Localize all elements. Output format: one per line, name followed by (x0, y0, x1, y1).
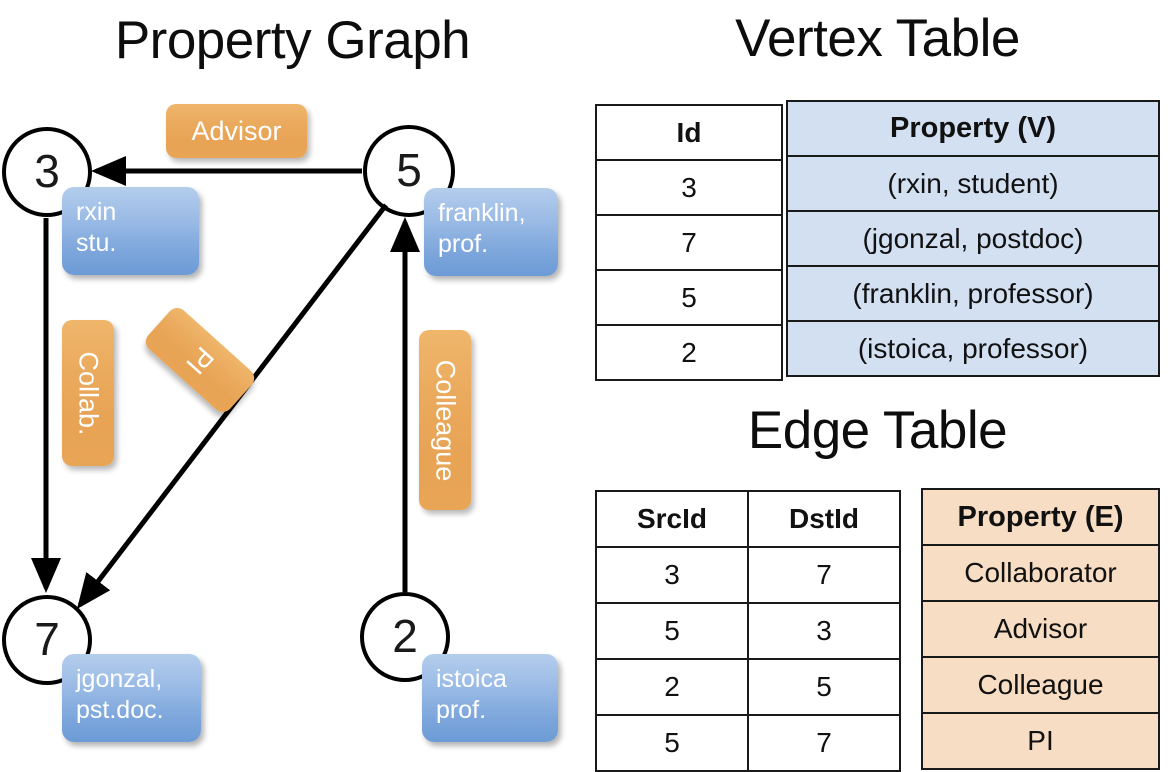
graph-node-3[interactable]: 3 (2, 127, 92, 217)
table-row: 5 7 (595, 714, 901, 772)
table-header-row: SrcId DstId (595, 490, 901, 548)
node-property-rxin-line2: stu. (76, 229, 117, 257)
vertex-table-cell-id: 7 (595, 214, 783, 271)
vertex-table-cell-id: 2 (595, 324, 783, 381)
table-row: 2 5 (595, 658, 901, 716)
vertex-table-cell-property: (jgonzal, postdoc) (786, 210, 1160, 267)
page-title-property-graph: Property Graph (114, 11, 471, 70)
table-row: 2 (595, 324, 783, 381)
edge-label-advisor: Advisor (166, 104, 307, 158)
table-row: 5 (595, 269, 783, 326)
edge-label-collab: Collab. (62, 320, 114, 466)
node-property-jgonzal-line1: jgonzal, (76, 665, 163, 693)
table-row: (jgonzal, postdoc) (786, 210, 1160, 267)
edge-label-pi-text: PI (180, 340, 221, 380)
graph-node-7[interactable]: 7 (2, 595, 92, 685)
graph-node-7-label: 7 (34, 613, 60, 665)
vertex-table-header-id: Id (595, 104, 783, 161)
edge-label-advisor-text: Advisor (191, 115, 282, 146)
table-row: Collaborator (921, 544, 1160, 602)
node-property-istoica-line1: istoica (436, 665, 507, 693)
table-row: 7 (595, 214, 783, 271)
vertex-table-cell-property: (istoica, professor) (786, 320, 1160, 377)
edge-table-cell-dst: 7 (747, 546, 901, 604)
vertex-table-cell-property: (franklin, professor) (786, 265, 1160, 322)
edge-table-cell-property: PI (921, 712, 1160, 770)
table-row: PI (921, 712, 1160, 770)
edge-table-header-dstid: DstId (747, 490, 901, 548)
node-property-istoica-line2: prof. (436, 696, 487, 724)
edge-table-src-dst-columns: SrcId DstId 3 7 5 3 2 5 5 7 (595, 490, 901, 772)
table-row: 3 (595, 159, 783, 216)
edge-table-cell-property: Collaborator (921, 544, 1160, 602)
edge-table-cell-src: 3 (595, 546, 749, 604)
node-property-franklin-line1: franklin, (438, 199, 526, 227)
table-row: 3 7 (595, 546, 901, 604)
edge-table-cell-dst: 5 (747, 658, 901, 716)
edge-label-collab-text: Collab. (73, 350, 104, 436)
vertex-table-property-column: Property (V) (rxin, student) (jgonzal, p… (786, 100, 1160, 377)
edge-label-colleague-text: Colleague (430, 359, 461, 481)
table-header-row: Property (V) (786, 100, 1160, 157)
edge-table-header-srcid: SrcId (595, 490, 749, 548)
graph-node-5-label: 5 (396, 144, 422, 196)
page-title-vertex-table: Vertex Table (735, 9, 1020, 68)
graph-node-5[interactable]: 5 (363, 125, 455, 217)
node-property-box-istoica: istoica prof. (422, 654, 558, 742)
node-property-box-rxin: rxin stu. (62, 187, 199, 275)
table-header-row: Id (595, 104, 783, 161)
graph-node-2[interactable]: 2 (360, 592, 450, 682)
node-property-rxin-line1: rxin (76, 198, 117, 226)
edge-table-cell-property: Advisor (921, 600, 1160, 658)
table-row: 5 3 (595, 602, 901, 660)
table-row: (istoica, professor) (786, 320, 1160, 377)
node-property-jgonzal-line2: pst.doc. (76, 696, 164, 724)
node-property-box-franklin: franklin, prof. (424, 188, 558, 276)
graph-node-3-label: 3 (34, 145, 60, 197)
page-title-edge-table: Edge Table (747, 401, 1008, 460)
graph-node-2-label: 2 (392, 610, 418, 662)
table-row: (franklin, professor) (786, 265, 1160, 322)
node-property-box-jgonzal: jgonzal, pst.doc. (62, 654, 201, 742)
edge-table-cell-dst: 7 (747, 714, 901, 772)
edge-label-colleague: Colleague (419, 330, 471, 510)
edge-table-cell-property: Colleague (921, 656, 1160, 714)
vertex-table-id-column: Id 3 7 5 2 (595, 104, 783, 381)
vertex-table-cell-id: 5 (595, 269, 783, 326)
edge-table-cell-src: 5 (595, 602, 749, 660)
edge-table-cell-src: 2 (595, 658, 749, 716)
vertex-table-cell-property: (rxin, student) (786, 155, 1160, 212)
table-row: Advisor (921, 600, 1160, 658)
edge-table-property-column: Property (E) Collaborator Advisor Collea… (921, 488, 1160, 770)
edge-table-cell-src: 5 (595, 714, 749, 772)
edge-table-header-property: Property (E) (921, 488, 1160, 546)
vertex-table-cell-id: 3 (595, 159, 783, 216)
table-row: Colleague (921, 656, 1160, 714)
table-header-row: Property (E) (921, 488, 1160, 546)
vertex-table-header-property: Property (V) (786, 100, 1160, 157)
node-property-franklin-line2: prof. (438, 230, 489, 258)
edge-table-cell-dst: 3 (747, 602, 901, 660)
table-row: (rxin, student) (786, 155, 1160, 212)
